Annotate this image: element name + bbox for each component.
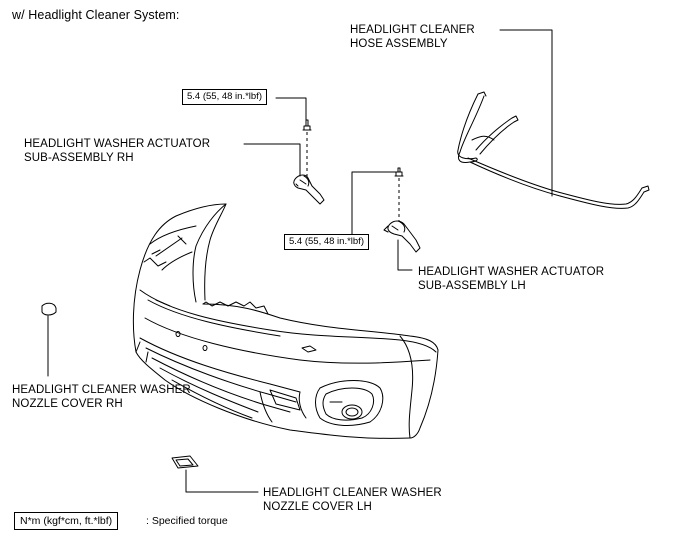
actuator-lh-drawing	[383, 167, 421, 253]
leader-actuator-rh	[243, 143, 301, 177]
actuator-rh-label-line2: SUB-ASSEMBLY RH	[24, 152, 134, 164]
actuator-lh-label: HEADLIGHT WASHER ACTUATOR SUB-ASSEMBLY L…	[418, 265, 604, 293]
leader-nozzle-lh	[185, 469, 259, 493]
nozzle-cover-lh-label: HEADLIGHT CLEANER WASHER NOZZLE COVER LH	[263, 486, 442, 514]
torque-spec-upper: 5.4 (55, 48 in.*lbf)	[182, 89, 267, 105]
legend-description: : Specified torque	[146, 515, 228, 527]
hose-assembly-label-line1: HEADLIGHT CLEANER	[350, 24, 475, 36]
nozzle-cover-rh-label-line2: NOZZLE COVER RH	[12, 398, 123, 410]
actuator-rh-label-line1: HEADLIGHT WASHER ACTUATOR	[24, 138, 211, 150]
nozzle-cover-rh-drawing	[41, 302, 57, 316]
hose-assembly-label-line2: HOSE ASSEMBLY	[350, 38, 448, 50]
nozzle-cover-lh-label-line2: NOZZLE COVER LH	[263, 501, 372, 513]
legend-unit-box: N*m (kgf*cm, ft.*lbf)	[14, 512, 119, 530]
nozzle-cover-lh-label-line1: HEADLIGHT CLEANER WASHER	[263, 487, 442, 499]
leader-torque-lower	[351, 171, 397, 235]
hose-assembly	[457, 91, 650, 209]
actuator-lh-label-line1: HEADLIGHT WASHER ACTUATOR	[418, 266, 605, 278]
leader-torque-upper	[275, 97, 307, 121]
page-title: w/ Headlight Cleaner System:	[12, 8, 180, 22]
actuator-rh-label: HEADLIGHT WASHER ACTUATOR SUB-ASSEMBLY R…	[24, 137, 210, 165]
nozzle-cover-rh-label: HEADLIGHT CLEANER WASHER NOZZLE COVER RH	[12, 383, 191, 411]
nozzle-cover-rh-label-line1: HEADLIGHT CLEANER WASHER	[12, 384, 191, 396]
leader-actuator-lh	[397, 239, 413, 271]
leader-hose	[499, 29, 553, 197]
front-bumper-cover	[132, 203, 439, 439]
actuator-rh-drawing	[293, 119, 325, 205]
nozzle-cover-lh-drawing	[171, 455, 199, 469]
torque-spec-lower: 5.4 (55, 48 in.*lbf)	[284, 234, 369, 250]
hose-assembly-label: HEADLIGHT CLEANER HOSE ASSEMBLY	[350, 23, 475, 51]
actuator-lh-label-line2: SUB-ASSEMBLY LH	[418, 280, 526, 292]
